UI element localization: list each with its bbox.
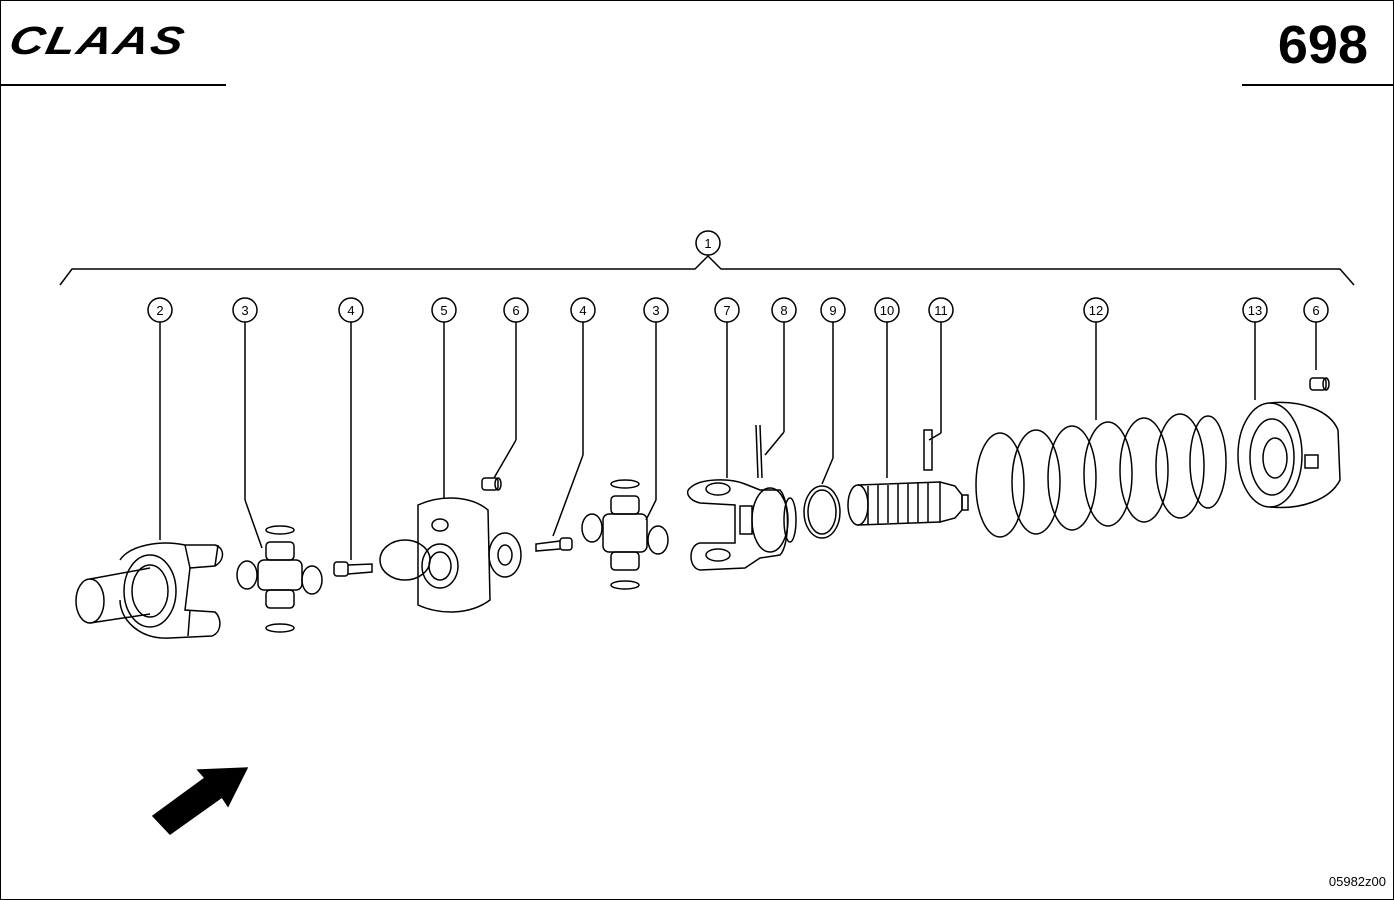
callout-3-right[interactable]: 3 xyxy=(643,297,669,521)
part-universal-cross-left xyxy=(236,525,323,633)
callout-4-right[interactable]: 4 xyxy=(552,297,596,537)
drawing-number: 05982z00 xyxy=(1328,874,1386,889)
part-spring xyxy=(975,413,1227,538)
svg-text:11: 11 xyxy=(934,303,948,318)
svg-text:8: 8 xyxy=(780,303,787,318)
svg-text:12: 12 xyxy=(1089,303,1103,318)
svg-text:9: 9 xyxy=(829,303,836,318)
direction-arrow-icon xyxy=(151,767,249,835)
svg-text:3: 3 xyxy=(241,303,248,318)
part-bolt-right xyxy=(535,537,573,552)
svg-text:7: 7 xyxy=(723,303,730,318)
callout-12[interactable]: 12 xyxy=(1083,297,1109,420)
svg-text:13: 13 xyxy=(1248,303,1262,318)
callout-5[interactable]: 5 xyxy=(431,297,457,498)
callout-10[interactable]: 10 xyxy=(874,297,900,478)
part-bolt-left xyxy=(333,561,373,577)
callout-2[interactable]: 2 xyxy=(147,297,173,540)
callout-13[interactable]: 13 xyxy=(1242,297,1268,400)
callout-label-1: 1 xyxy=(704,236,711,251)
part-universal-cross-right xyxy=(581,479,669,590)
svg-text:3: 3 xyxy=(652,303,659,318)
callout-7[interactable]: 7 xyxy=(714,297,740,478)
callout-4-left[interactable]: 4 xyxy=(338,297,364,560)
part-grease-nipple-left xyxy=(481,477,502,491)
callout-9[interactable]: 9 xyxy=(820,297,846,485)
part-key xyxy=(923,429,933,471)
svg-text:6: 6 xyxy=(512,303,519,318)
callout-11[interactable]: 11 xyxy=(928,297,954,441)
callout-6-right[interactable]: 6 xyxy=(1303,297,1329,370)
callout-6-left[interactable]: 6 xyxy=(493,297,529,479)
svg-text:2: 2 xyxy=(156,303,163,318)
callout-circle-1[interactable] xyxy=(695,230,721,256)
part-tube-yoke xyxy=(687,479,797,571)
logo-underline xyxy=(0,84,226,86)
page-number-underline xyxy=(1242,84,1394,86)
svg-text:5: 5 xyxy=(440,303,447,318)
part-splined-yoke xyxy=(75,542,224,639)
callout-8[interactable]: 8 xyxy=(764,297,797,456)
part-pin xyxy=(755,424,763,479)
callout-3-left[interactable]: 3 xyxy=(232,297,263,549)
svg-text:4: 4 xyxy=(579,303,586,318)
part-splined-shaft xyxy=(847,481,969,526)
part-end-cap xyxy=(1237,401,1341,509)
svg-text:10: 10 xyxy=(880,303,894,318)
page-number: 698 xyxy=(1277,15,1368,75)
part-centre-housing xyxy=(379,497,522,613)
part-grease-nipple-right xyxy=(1309,377,1330,391)
assembly-bracket: 1 xyxy=(59,230,1355,286)
part-o-ring xyxy=(803,485,841,539)
svg-text:4: 4 xyxy=(347,303,354,318)
svg-text:6: 6 xyxy=(1312,303,1319,318)
